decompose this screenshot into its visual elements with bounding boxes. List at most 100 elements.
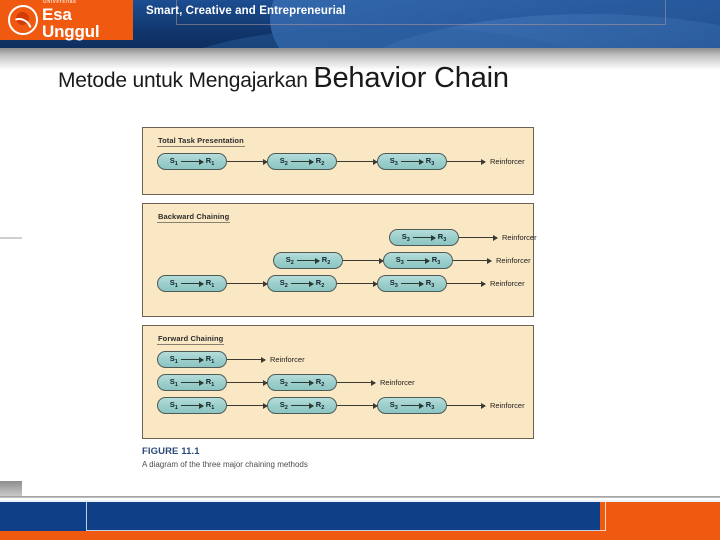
node-s3-r3: S3 R3 [377, 153, 447, 170]
figure-description: A diagram of the three major chaining me… [142, 460, 308, 469]
reinforcer-label: Reinforcer [490, 157, 525, 166]
panel-rows: S1 R1 Reinforcer S1 R1 S2 [143, 326, 533, 424]
node-stimulus-label: S2 [279, 156, 288, 168]
connector-arrow-icon [227, 158, 268, 165]
inner-arrow-icon [180, 356, 204, 363]
connector-arrow-icon [337, 402, 378, 409]
node-stimulus-label: S3 [389, 278, 398, 290]
panel-title: Total Task Presentation [157, 136, 245, 147]
connector-arrow-icon [453, 257, 492, 264]
header-gray-gradient-band [0, 48, 720, 70]
inner-arrow-icon [296, 257, 320, 264]
node-s1-r1: S1 R1 [157, 397, 227, 414]
connector-arrow-icon [343, 257, 384, 264]
panel-backward-chaining: Backward Chaining S3 R3 Reinforcer S2 [142, 203, 537, 317]
node-s1-r1: S1 R1 [157, 374, 227, 391]
node-response-label: R1 [205, 278, 215, 290]
connector-arrow-icon [447, 402, 486, 409]
node-stimulus-label: S3 [401, 232, 410, 244]
node-s1-r1: S1 R1 [157, 275, 227, 292]
chain-row: S2 R2 S3 R3 Reinforcer [143, 249, 533, 272]
inner-arrow-icon [180, 379, 204, 386]
figure-caption: FIGURE 11.1 A diagram of the three major… [142, 446, 534, 469]
panel-title: Backward Chaining [157, 212, 231, 223]
node-response-label: R3 [431, 255, 441, 267]
node-response-label: R1 [205, 400, 215, 412]
node-response-label: R2 [315, 278, 325, 290]
node-s3-r3: S3 R3 [377, 275, 447, 292]
header-banner: Universitas Esa Unggul Smart, Creative a… [0, 0, 720, 48]
reinforcer-label: Reinforcer [496, 256, 531, 265]
node-response-label: R3 [437, 232, 447, 244]
connector-arrow-icon [447, 158, 486, 165]
reinforcer-label: Reinforcer [490, 279, 525, 288]
inner-arrow-icon [180, 280, 204, 287]
inner-arrow-icon [180, 158, 204, 165]
reinforcer-label: Reinforcer [270, 355, 305, 364]
panel-forward-chaining: Forward Chaining S1 R1 Reinforcer S1 R [142, 325, 534, 439]
node-s1-r1: S1 R1 [157, 153, 227, 170]
node-s2-r2: S2 R2 [273, 252, 343, 269]
node-stimulus-label: S3 [395, 255, 404, 267]
node-s1-r1: S1 R1 [157, 351, 227, 368]
page-title-prefix: Metode untuk Mengajarkan [58, 69, 314, 92]
reinforcer-label: Reinforcer [490, 401, 525, 410]
footer-frame-outline [86, 502, 606, 531]
chaining-methods-figure: Total Task Presentation S1 R1 S2 R2 [142, 127, 537, 447]
node-stimulus-label: S3 [389, 156, 398, 168]
node-stimulus-label: S2 [279, 278, 288, 290]
reinforcer-label: Reinforcer [502, 233, 537, 242]
node-response-label: R2 [315, 377, 325, 389]
node-stimulus-label: S1 [169, 377, 178, 389]
university-logo: Universitas Esa Unggul [0, 0, 133, 40]
inner-arrow-icon [290, 280, 314, 287]
connector-arrow-icon [227, 402, 268, 409]
footer-orange-block-right [600, 502, 720, 540]
node-response-label: R3 [425, 400, 435, 412]
page-title: Metode untuk Mengajarkan Behavior Chain [58, 62, 678, 95]
chain-row: S1 R1 S2 R2 S3 R3 [143, 272, 533, 295]
footer-blue-tail [0, 528, 600, 531]
inner-arrow-icon [412, 234, 436, 241]
node-s3-r3: S3 R3 [377, 397, 447, 414]
inner-arrow-icon [400, 280, 424, 287]
panel-title: Forward Chaining [157, 334, 225, 345]
node-response-label: R1 [205, 354, 215, 366]
chain-row: S3 R3 Reinforcer [143, 226, 537, 249]
node-s3-r3: S3 R3 [389, 229, 459, 246]
connector-arrow-icon [459, 234, 498, 241]
node-response-label: R1 [205, 377, 215, 389]
figure-number: FIGURE 11.1 [142, 446, 200, 457]
inner-arrow-icon [400, 158, 424, 165]
node-response-label: R3 [425, 156, 435, 168]
connector-arrow-icon [337, 158, 378, 165]
chain-row: S1 R1 S2 R2 S3 R3 [143, 150, 533, 173]
connector-arrow-icon [447, 280, 486, 287]
inner-arrow-icon [290, 402, 314, 409]
header-frame-outline [176, 0, 666, 25]
chain-row: S1 R1 S2 R2 Reinforcer [143, 371, 533, 394]
node-stimulus-label: S1 [169, 278, 178, 290]
node-response-label: R3 [425, 278, 435, 290]
node-stimulus-label: S1 [169, 354, 178, 366]
node-stimulus-label: S2 [279, 377, 288, 389]
footer-bar [0, 500, 720, 540]
connector-arrow-icon [227, 379, 268, 386]
node-stimulus-label: S3 [389, 400, 398, 412]
footer-divider-line [0, 496, 720, 498]
node-response-label: R1 [205, 156, 215, 168]
esa-unggul-emblem-icon [8, 5, 38, 35]
node-response-label: R2 [321, 255, 331, 267]
reinforcer-label: Reinforcer [380, 378, 415, 387]
node-stimulus-label: S1 [169, 156, 178, 168]
chain-row: S1 R1 S2 R2 S3 R3 [143, 394, 533, 417]
node-s2-r2: S2 R2 [267, 153, 337, 170]
node-s2-r2: S2 R2 [267, 397, 337, 414]
footer-blue-block [0, 502, 600, 528]
inner-arrow-icon [400, 402, 424, 409]
inner-arrow-icon [406, 257, 430, 264]
node-s2-r2: S2 R2 [267, 275, 337, 292]
panel-rows: S1 R1 S2 R2 S3 R3 [143, 128, 533, 180]
panel-rows: S3 R3 Reinforcer S2 R2 S3 [143, 204, 537, 302]
